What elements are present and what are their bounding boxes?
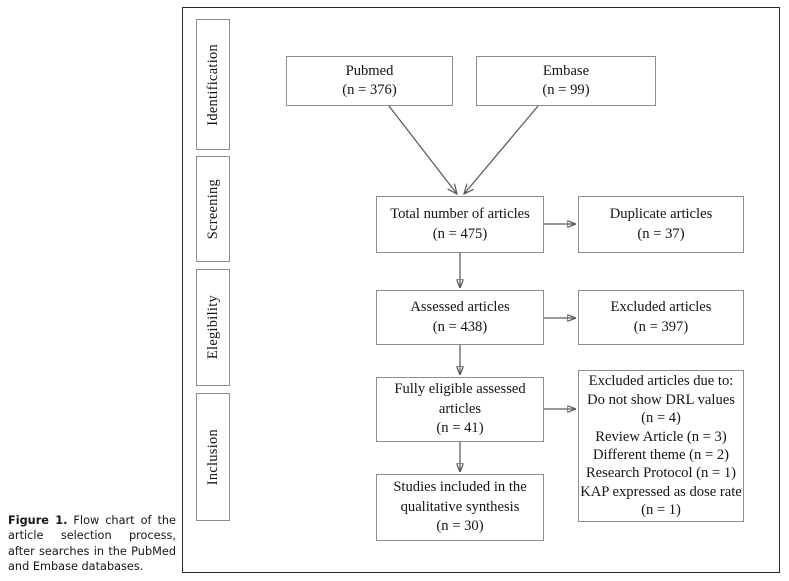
- node-fully-eligible: Fully eligible assessed articles (n = 41…: [376, 377, 544, 442]
- figure-caption: Figure 1. Flow chart of the article sele…: [8, 513, 176, 575]
- exclusion-reason-3: Different theme (n = 2): [592, 447, 729, 463]
- node-pubmed-label: Pubmed: [345, 62, 394, 79]
- node-assessed-articles-label: Assessed articles: [410, 299, 510, 315]
- node-excluded-articles-count: (n = 397): [633, 318, 689, 335]
- node-studies-included-label-2: qualitative synthesis: [400, 498, 520, 515]
- node-studies-included-label-1: Studies included in the: [393, 479, 527, 496]
- stage-label-screening: Screening: [204, 178, 221, 240]
- node-fully-eligible-label-2: articles: [438, 400, 482, 417]
- node-embase-count: (n = 99): [542, 82, 590, 98]
- node-excluded-articles: Excluded articles (n = 397): [578, 290, 744, 345]
- node-pubmed: Pubmed (n = 376): [286, 56, 453, 106]
- node-assessed-articles-count: (n = 438): [432, 318, 488, 335]
- exclusion-reason-1-count: (n = 4): [641, 410, 681, 427]
- stage-label-inclusion: Inclusion: [204, 428, 221, 486]
- stage-box-inclusion: Inclusion: [196, 393, 230, 521]
- node-exclusion-reasons: Excluded articles due to: Do not show DR…: [578, 370, 744, 522]
- node-assessed-articles: Assessed articles (n = 438): [376, 290, 544, 345]
- node-duplicate-articles: Duplicate articles (n = 37): [578, 196, 744, 253]
- node-duplicate-articles-label: Duplicate articles: [609, 206, 713, 222]
- node-total-articles-count: (n = 475): [432, 225, 488, 242]
- exclusion-reasons-heading: Excluded articles due to:: [588, 373, 734, 390]
- stage-box-identification: Identification: [196, 19, 230, 150]
- stage-label-identification: Identification: [204, 43, 221, 126]
- exclusion-reason-4: Research Protocol (n = 1): [585, 465, 737, 482]
- edge-embase-to-total: [464, 105, 539, 194]
- node-embase-label: Embase: [542, 62, 590, 79]
- node-duplicate-articles-count: (n = 37): [637, 225, 685, 242]
- node-fully-eligible-label-1: Fully eligible assessed: [394, 381, 526, 398]
- node-total-articles-label: Total number of articles: [390, 206, 530, 222]
- node-embase: Embase (n = 99): [476, 56, 656, 106]
- stage-box-screening: Screening: [196, 156, 230, 262]
- edge-pubmed-to-total: [388, 105, 457, 194]
- exclusion-reason-5: KAP expressed as dose rate: [580, 483, 742, 500]
- node-pubmed-count: (n = 376): [342, 82, 397, 98]
- node-studies-included: Studies included in the qualitative synt…: [376, 474, 544, 541]
- figure-caption-label: Figure 1.: [8, 514, 68, 527]
- exclusion-reason-5-count: (n = 1): [641, 502, 681, 519]
- figure-frame: Identification Screening Elegibility Inc…: [182, 7, 780, 573]
- node-studies-included-count: (n = 30): [436, 518, 484, 535]
- stage-box-eligibility: Elegibility: [196, 269, 230, 386]
- node-excluded-articles-label: Excluded articles: [610, 299, 712, 315]
- exclusion-reason-2: Review Article (n = 3): [595, 428, 727, 445]
- exclusion-reason-1: Do not show DRL values: [587, 391, 735, 408]
- node-fully-eligible-count: (n = 41): [436, 420, 484, 437]
- node-total-articles: Total number of articles (n = 475): [376, 196, 544, 253]
- stage-label-eligibility: Elegibility: [204, 295, 221, 360]
- figure-caption-text: Flow chart of the article selection proc…: [8, 514, 176, 574]
